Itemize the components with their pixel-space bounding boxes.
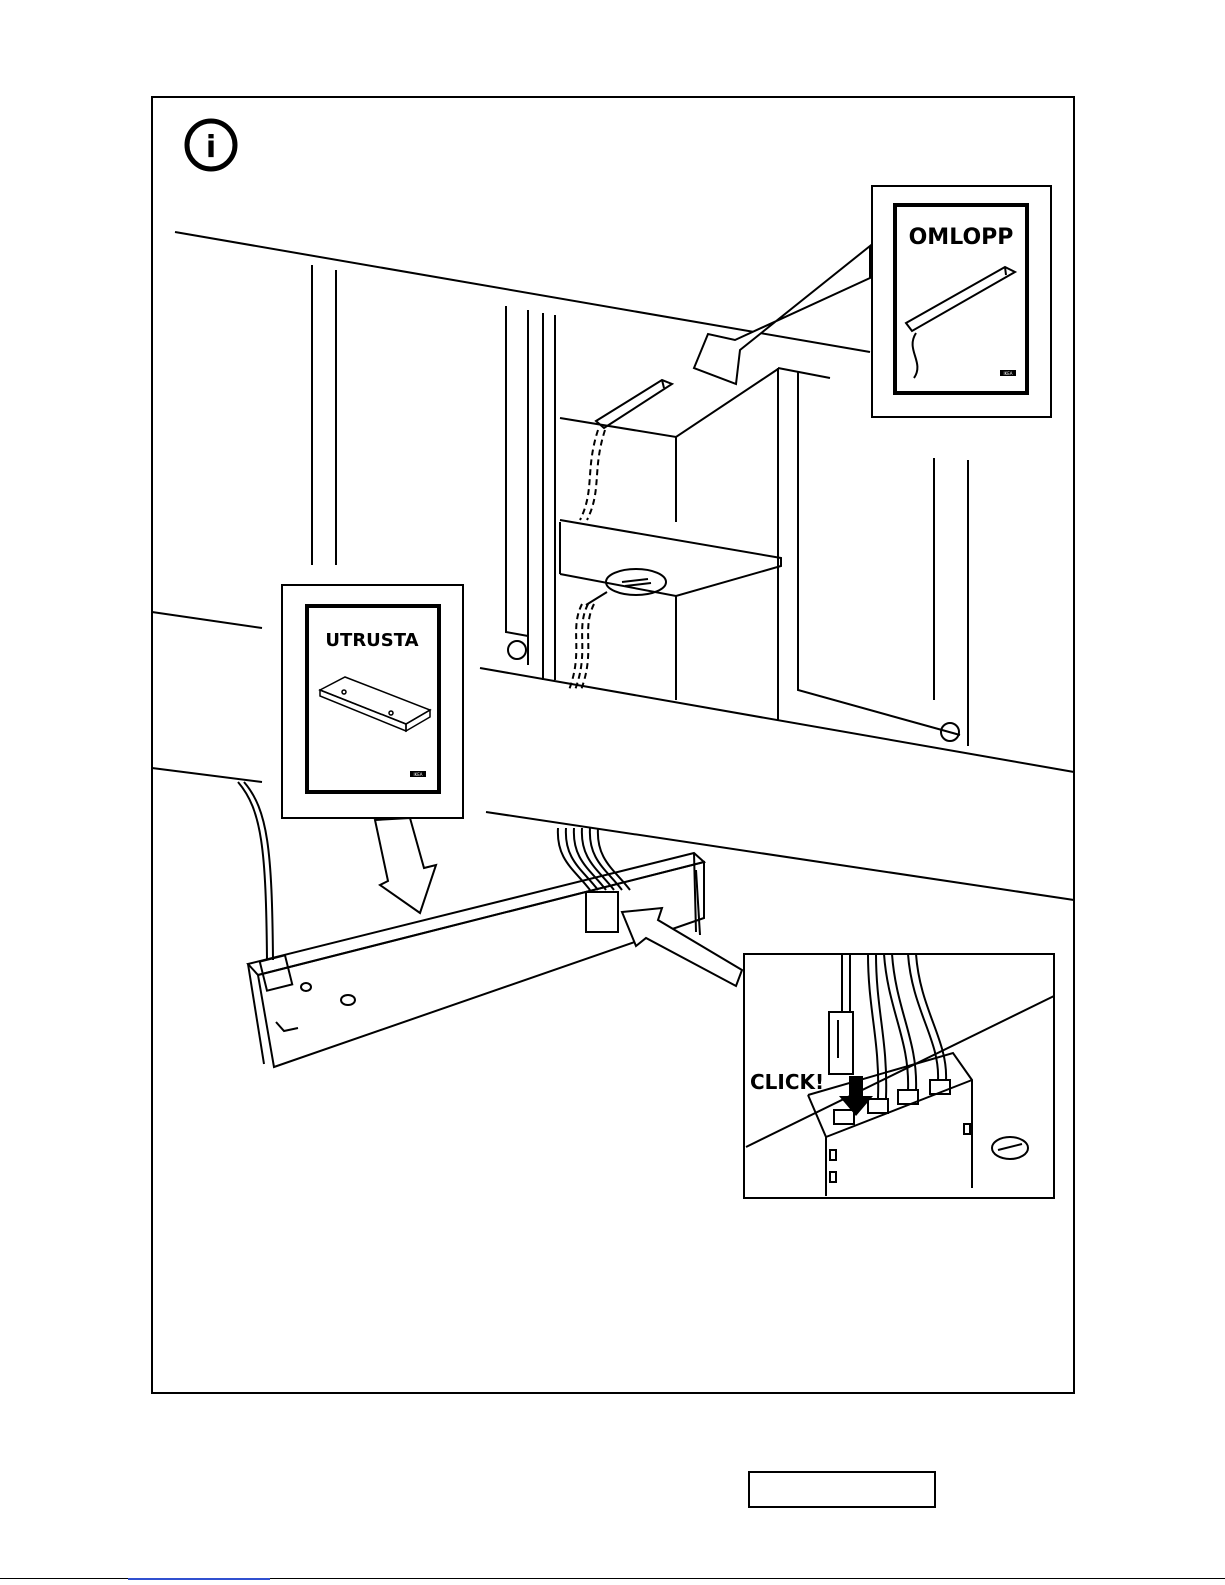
omlopp-title: OMLOPP	[909, 225, 1014, 250]
utrusta-callout: UTRUSTA IKEA	[282, 585, 463, 818]
footer-link[interactable]	[128, 1578, 270, 1580]
svg-text:IKEA: IKEA	[413, 772, 422, 777]
info-circle-icon: i	[187, 121, 235, 169]
utrusta-title: UTRUSTA	[325, 630, 418, 651]
omlopp-arrow-icon	[694, 246, 870, 384]
page-number-box	[748, 1471, 936, 1508]
click-arrow-icon	[622, 908, 742, 986]
svg-text:i: i	[206, 130, 216, 165]
omlopp-callout: OMLOPP IKEA	[872, 186, 1051, 417]
utrusta-arrow-icon	[375, 818, 436, 913]
svg-text:IKEA: IKEA	[1003, 371, 1012, 376]
click-label: CLICK!	[750, 1070, 824, 1094]
click-detail-callout: CLICK!	[744, 954, 1054, 1198]
